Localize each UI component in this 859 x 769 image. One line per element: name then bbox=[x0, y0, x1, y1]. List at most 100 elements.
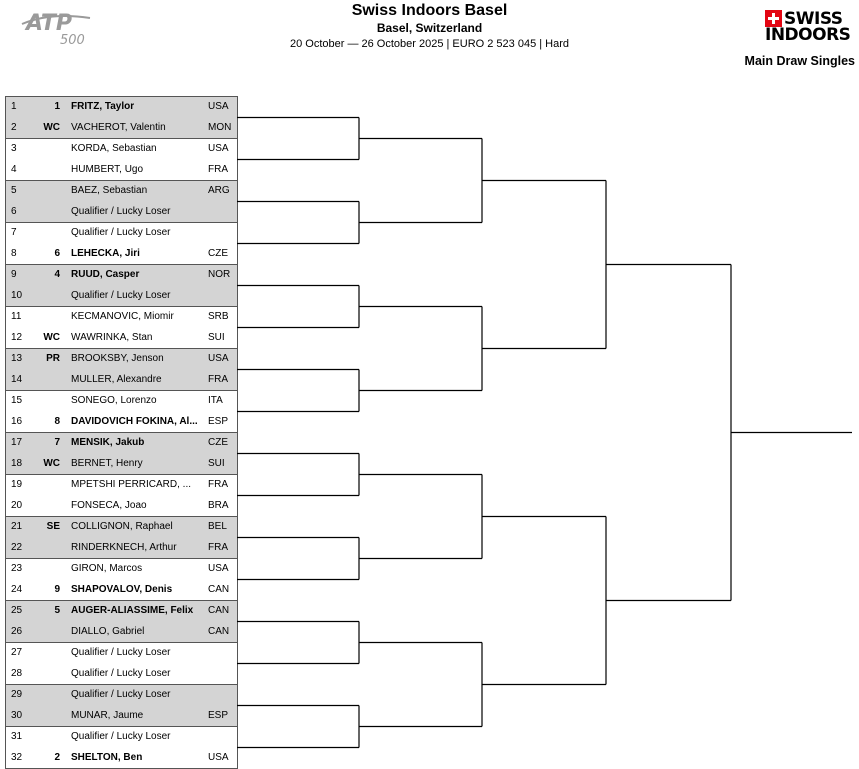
country-code: CAN bbox=[208, 625, 230, 637]
draw-position: 28 bbox=[11, 667, 23, 679]
draw-position: 18 bbox=[11, 457, 23, 469]
atp-500-logo: ATP 500 bbox=[20, 8, 92, 48]
draw-position: 12 bbox=[11, 331, 23, 343]
country-code: FRA bbox=[208, 163, 228, 175]
country-code: FRA bbox=[208, 541, 228, 553]
seed-entry: WC bbox=[43, 457, 60, 469]
country-code: ARG bbox=[208, 185, 230, 196]
draw-position: 1 bbox=[11, 101, 17, 112]
draw-position: 10 bbox=[11, 289, 23, 301]
draw-position: 2 bbox=[11, 121, 17, 133]
seed-entry: 9 bbox=[54, 583, 60, 595]
draw-position: 9 bbox=[11, 269, 17, 280]
seed-entry: 2 bbox=[54, 751, 60, 763]
country-code: BRA bbox=[208, 499, 229, 511]
country-code: CZE bbox=[208, 247, 228, 259]
seed-entry: WC bbox=[43, 121, 60, 133]
country-code: USA bbox=[208, 563, 229, 574]
draw-position: 11 bbox=[11, 311, 22, 322]
draw-position: 15 bbox=[11, 395, 23, 406]
draw-position: 19 bbox=[11, 479, 23, 490]
country-code: NOR bbox=[208, 269, 231, 280]
draw-position: 6 bbox=[11, 205, 17, 217]
draw-position: 4 bbox=[11, 163, 17, 175]
country-code: CAN bbox=[208, 583, 230, 595]
country-code: CZE bbox=[208, 437, 228, 448]
seed-entry: WC bbox=[43, 331, 60, 343]
draw-position: 29 bbox=[11, 689, 23, 700]
draw-position: 25 bbox=[11, 605, 23, 616]
draw-position: 21 bbox=[11, 521, 23, 532]
draw-position: 13 bbox=[11, 353, 23, 364]
draw-position: 22 bbox=[11, 541, 23, 553]
country-code: ITA bbox=[208, 395, 223, 406]
draw-position: 17 bbox=[11, 437, 23, 448]
tournament-title: Swiss Indoors Basel bbox=[351, 2, 508, 19]
draw-position: 7 bbox=[11, 227, 17, 238]
draw-label: Main Draw Singles bbox=[744, 54, 855, 68]
country-code: USA bbox=[208, 143, 229, 154]
country-code: CAN bbox=[208, 605, 230, 616]
draw-position: 30 bbox=[11, 709, 23, 721]
draw-position: 16 bbox=[11, 415, 23, 427]
seed-entry: PR bbox=[46, 353, 60, 364]
seed-entry: SE bbox=[46, 521, 60, 532]
seed-entry: 4 bbox=[54, 269, 60, 280]
country-code: ESP bbox=[208, 415, 229, 427]
country-code: SRB bbox=[208, 311, 229, 322]
brand-line-1: SWISS bbox=[784, 8, 843, 29]
country-code: BEL bbox=[208, 521, 227, 532]
swiss-cross-icon bbox=[765, 10, 782, 27]
draw-position: 26 bbox=[11, 625, 23, 637]
brand-line-2: INDOORS bbox=[765, 25, 851, 45]
draw-position: 5 bbox=[11, 185, 17, 196]
draw-position: 24 bbox=[11, 583, 23, 595]
